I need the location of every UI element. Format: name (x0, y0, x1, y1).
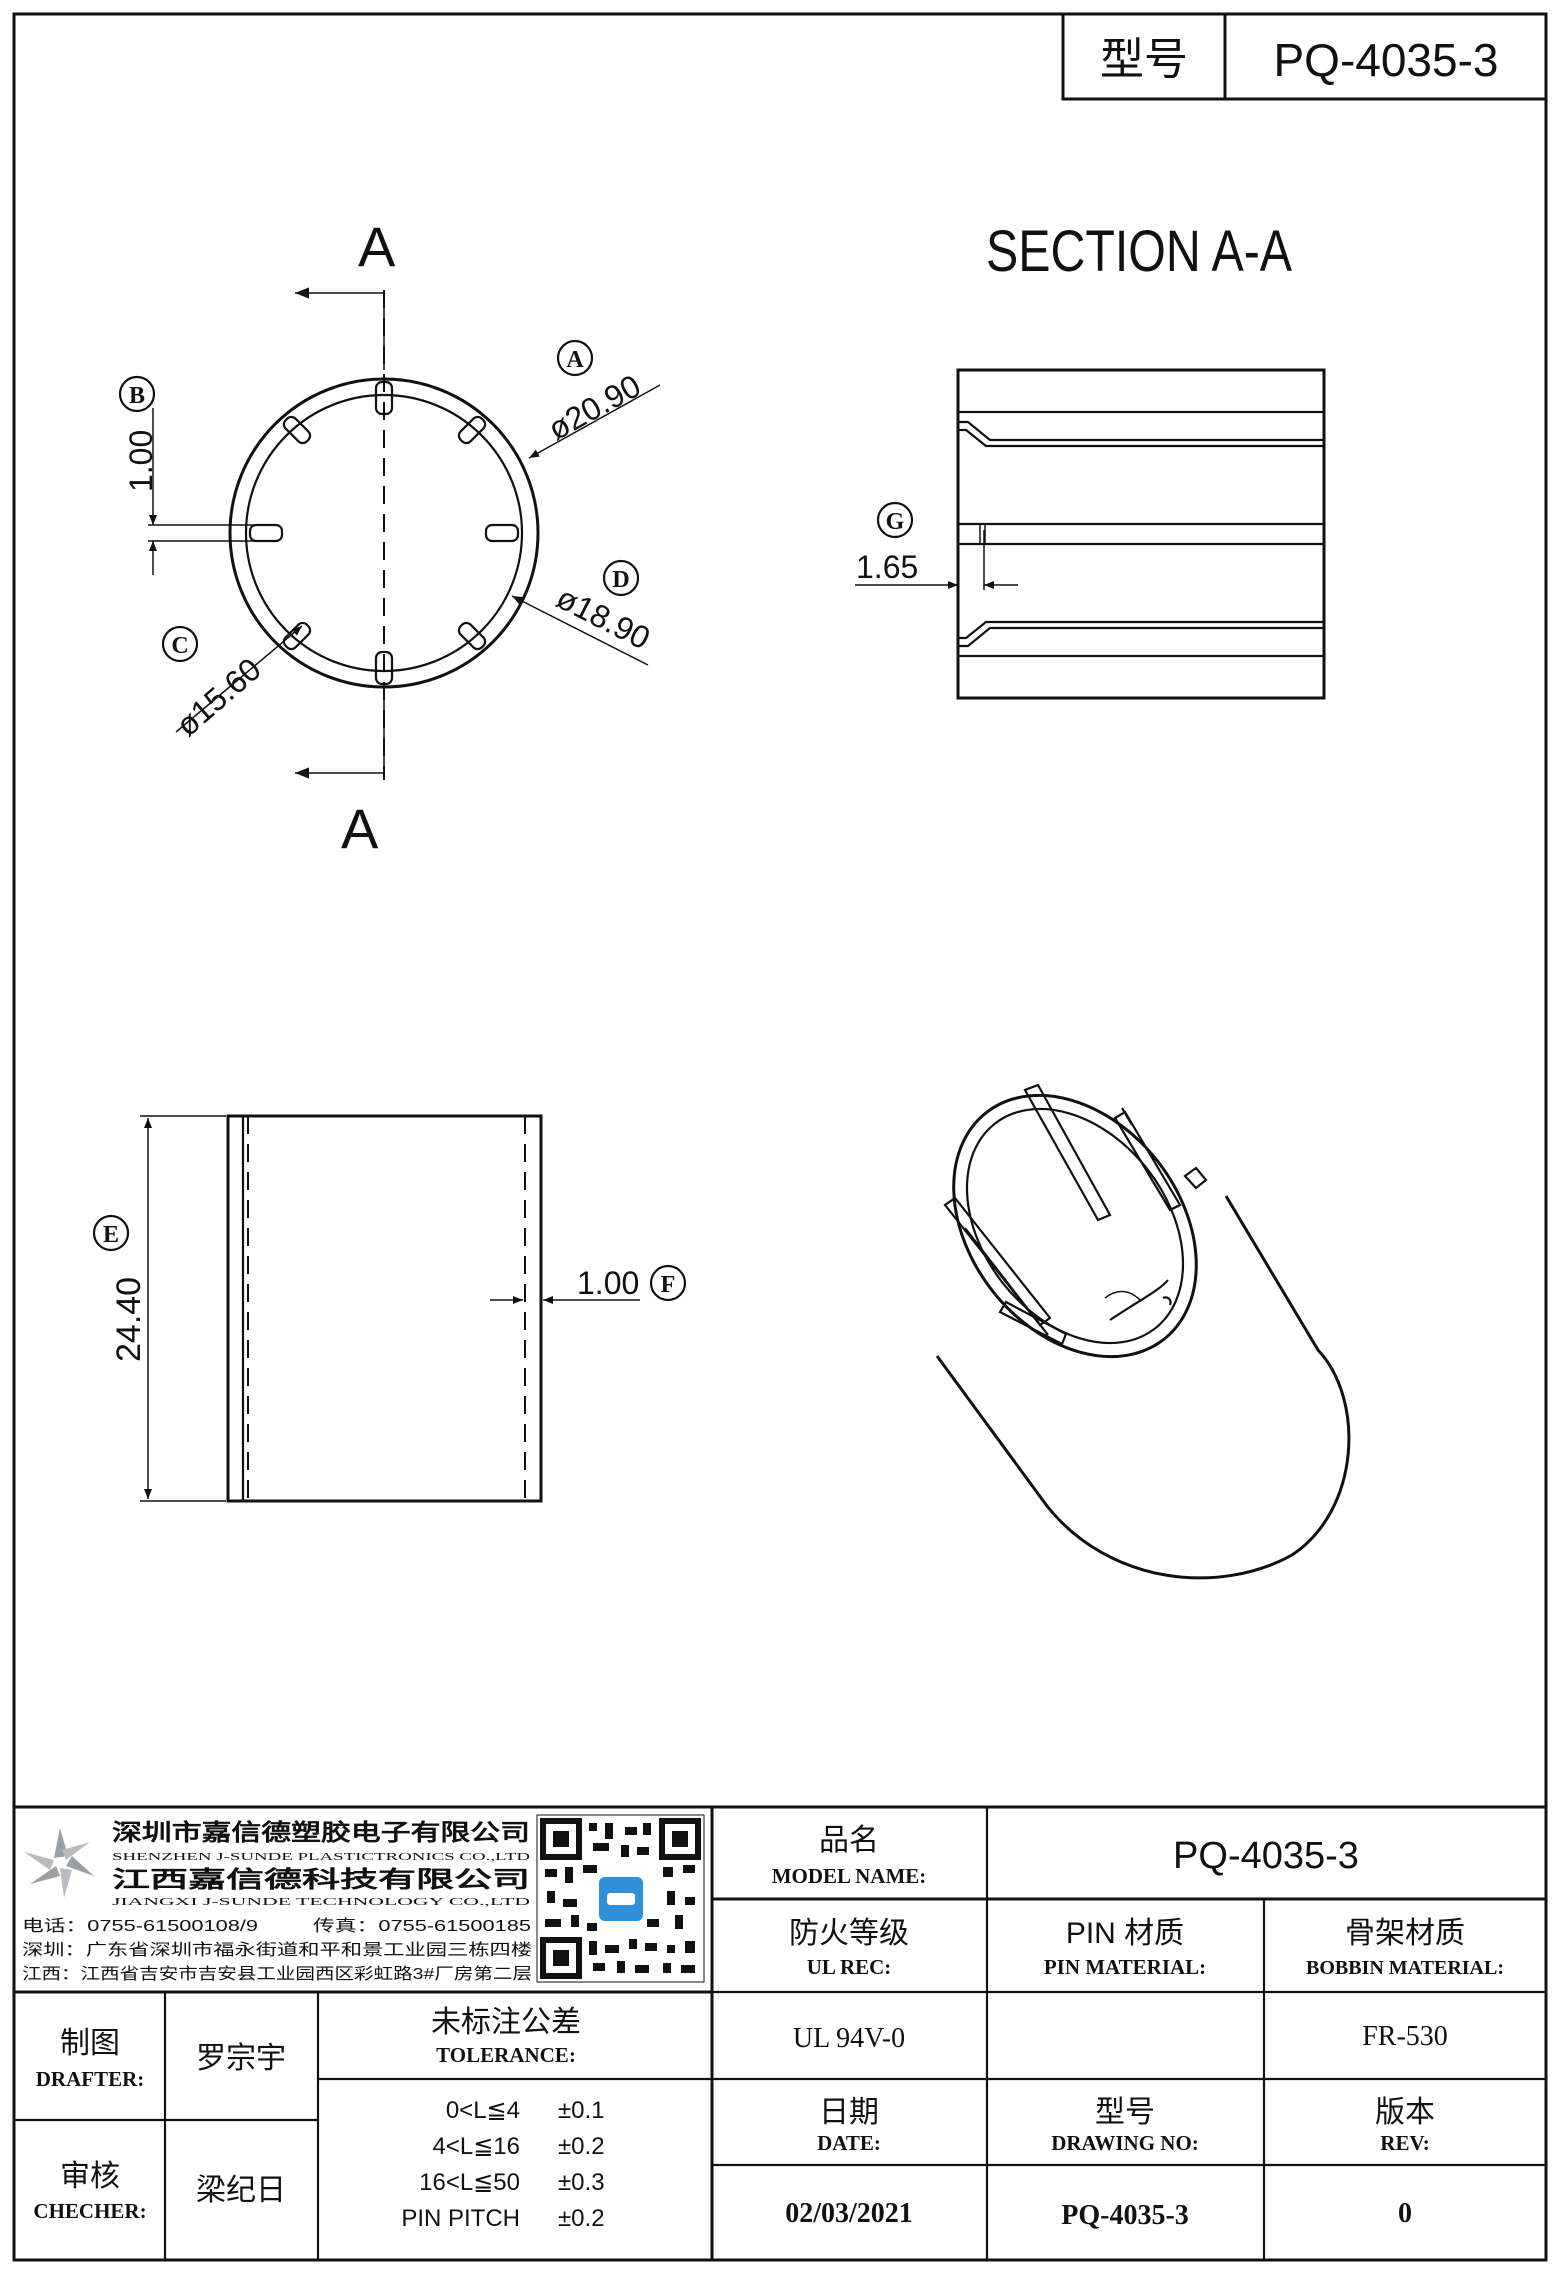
tolerance-range: 0<L≦4 (446, 2097, 520, 2124)
company-name-en: SHENZHEN J-SUNDE PLASTICTRONICS CO.,LTD (112, 1851, 530, 1863)
ul-rec-cn: 防火等级 (789, 1917, 909, 1950)
tolerance-cn: 未标注公差 (431, 2006, 581, 2039)
dim-f-value: 1.00 (577, 1265, 639, 1301)
section-mark-bottom: A (341, 797, 379, 860)
bobbin-material-value: FR-530 (1362, 2021, 1448, 2052)
drawing-no-value: PQ-4035-3 (1061, 2200, 1189, 2231)
title-block: 深圳市嘉信德塑胶电子有限公司 SHENZHEN J-SUNDE PLASTICT… (12, 1805, 1548, 2262)
dim-a-value: ø20.90 (542, 367, 647, 447)
rev-en: REV: (1380, 2131, 1429, 2155)
drafter-cn: 制图 (60, 2027, 120, 2060)
dim-d-tag: D (612, 567, 629, 593)
dim-b-tag: B (129, 383, 145, 409)
bobbin-material-en: BOBBIN MATERIAL: (1306, 1957, 1504, 1979)
tolerance-value: ±0.1 (558, 2097, 605, 2124)
date-value: 02/03/2021 (785, 2198, 913, 2229)
tolerance-value: ±0.2 (558, 2205, 605, 2232)
checker-name: 梁纪日 (196, 2174, 286, 2207)
company-phone: 电话：0755-61500108/9 (22, 1917, 258, 1935)
company-logo-icon (24, 1828, 94, 1898)
model-name-cn: 品名 (819, 1824, 879, 1857)
ul-rec-value: UL 94V-0 (793, 2023, 905, 2054)
model-number-box: 型号 PQ-4035-3 (1061, 12, 1548, 101)
model-number-value: PQ-4035-3 (1273, 34, 1498, 86)
drawing-no-en: DRAWING NO: (1051, 2131, 1199, 2155)
dim-c-value: ø15.60 (169, 651, 268, 744)
drafter-name: 罗宗宇 (196, 2042, 286, 2075)
ul-rec-en: UL REC: (807, 1955, 892, 1979)
qr-code-icon (536, 1814, 705, 1983)
date-en: DATE: (817, 2131, 881, 2155)
pin-material-en: PIN MATERIAL: (1044, 1955, 1206, 1979)
tolerance-range: 4<L≦16 (432, 2133, 520, 2160)
isometric-view (935, 1083, 1351, 1580)
rev-cn: 版本 (1375, 2096, 1435, 2129)
tolerance-table: 0<L≦4 ±0.1 4<L≦16 ±0.2 16<L≦50 ±0.3 PIN … (401, 2097, 604, 2232)
dim-g-value: 1.65 (856, 549, 918, 585)
tolerance-en: TOLERANCE: (436, 2043, 576, 2067)
dim-e-value: 24.40 (110, 1277, 148, 1362)
pin-material-cn: PIN 材质 (1066, 1917, 1184, 1950)
tolerance-range: 16<L≦50 (419, 2169, 520, 2196)
section-mark-top: A (358, 215, 396, 278)
model-name-value: PQ-4035-3 (1173, 1835, 1359, 1877)
company-fax: 传真：0755-61500185 (313, 1917, 531, 1935)
drafter-en: DRAFTER: (36, 2067, 145, 2091)
drawing-no-cn: 型号 (1095, 2096, 1155, 2129)
side-view: E 24.40 1.00 F (92, 1114, 687, 1503)
dim-f-tag: F (661, 1272, 676, 1298)
dim-g-tag: G (886, 509, 905, 535)
checker-cn: 审核 (60, 2160, 120, 2193)
checker-en: CHECHER: (33, 2199, 146, 2223)
dim-b-value: 1.00 (123, 430, 159, 492)
tolerance-value: ±0.2 (558, 2133, 605, 2160)
company-name2-cn: 江西嘉信德科技有限公司 (112, 1866, 530, 1892)
dim-e-tag: E (103, 1222, 119, 1248)
company-name-cn: 深圳市嘉信德塑胶电子有限公司 (112, 1819, 530, 1845)
company-name2-en: JIANGXI J-SUNDE TECHNOLOGY CO.,LTD (112, 1896, 530, 1908)
bobbin-material-cn: 骨架材质 (1345, 1917, 1465, 1950)
dim-d-value: ø18.90 (551, 579, 656, 656)
company-address-jx: 江西：江西省吉安市吉安县工业园西区彩虹路3#厂房第二层 (22, 1965, 532, 1983)
date-cn: 日期 (819, 2096, 879, 2129)
rev-value: 0 (1398, 2198, 1412, 2229)
top-view: A A A ø20.90 D ø18.90 C ø15.60 (118, 215, 661, 860)
company-address-sz: 深圳：广东省深圳市福永街道和平和景工业园三栋四楼 (22, 1941, 532, 1959)
section-view: SECTION A-A G 1.65 (855, 219, 1326, 700)
dim-a-tag: A (566, 347, 584, 373)
tolerance-value: ±0.3 (558, 2169, 605, 2196)
dim-c-tag: C (171, 633, 188, 659)
model-number-label: 型号 (1100, 35, 1188, 84)
tolerance-range: PIN PITCH (401, 2205, 520, 2232)
model-name-en: MODEL NAME: (772, 1864, 927, 1888)
section-title: SECTION A-A (986, 219, 1292, 284)
